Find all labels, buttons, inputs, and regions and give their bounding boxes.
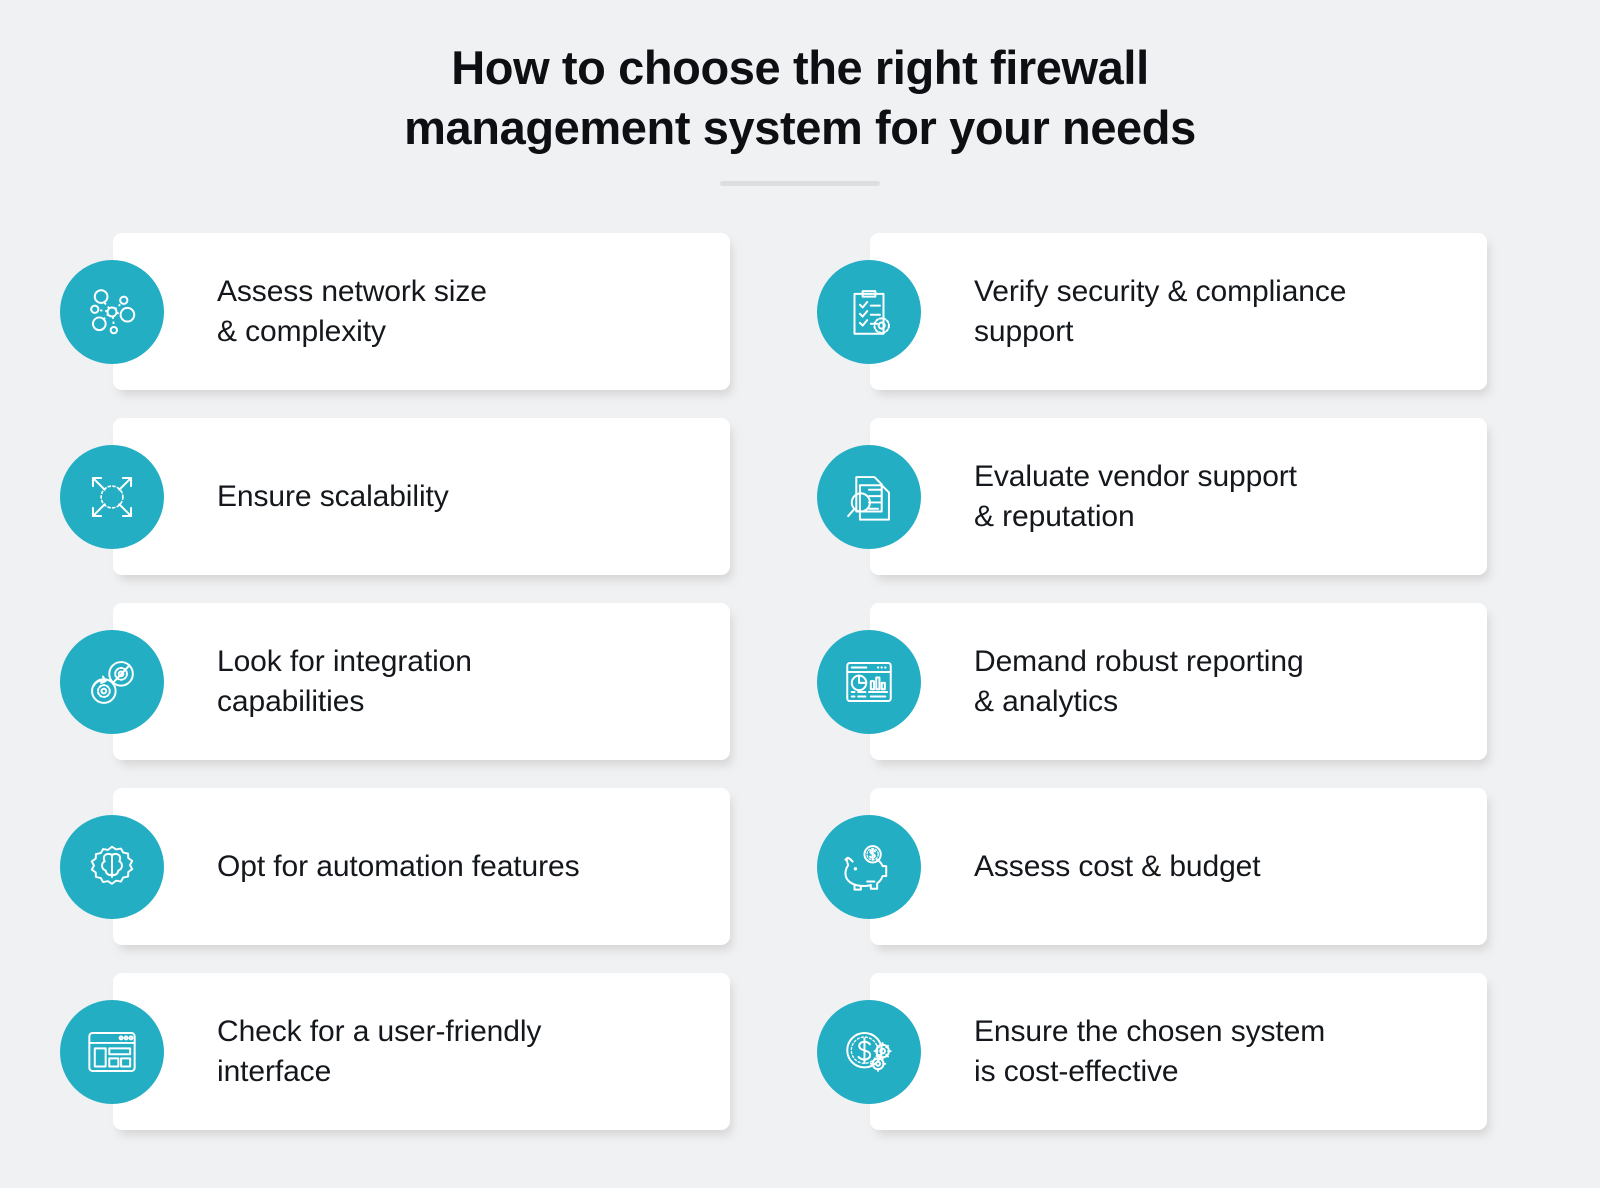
card-ensure-scalability[interactable]: Ensure scalability (60, 418, 730, 575)
card-label: Assess network size & complexity (217, 274, 487, 348)
card-label: Ensure the chosen system is cost-effecti… (974, 1014, 1326, 1088)
card-evaluate-vendor-support[interactable]: Evaluate vendor support & reputation (817, 418, 1487, 575)
dollar-coin-gears-icon (817, 999, 921, 1104)
page-header: How to choose the right firewall managem… (0, 0, 1600, 186)
card-label: Verify security & compliance support (974, 274, 1347, 348)
page-title-line-2: management system for your needs (404, 101, 1196, 154)
card-assess-network-size[interactable]: Assess network size & complexity (60, 233, 730, 390)
card-verify-security[interactable]: Verify security & compliance support (817, 233, 1487, 390)
card-cost-effective-system[interactable]: Ensure the chosen system is cost-effecti… (817, 973, 1487, 1130)
card-label: Look for integration capabilities (217, 644, 472, 718)
title-divider (720, 181, 880, 186)
piggy-bank-icon (817, 814, 921, 919)
card-label: Evaluate vendor support & reputation (974, 459, 1297, 533)
card-demand-reporting[interactable]: Demand robust reporting & analytics (817, 603, 1487, 760)
page-title-line-1: How to choose the right firewall (451, 41, 1149, 94)
card-user-friendly-interface[interactable]: Check for a user-friendly interface (60, 973, 730, 1130)
card-assess-cost-budget[interactable]: Assess cost & budget (817, 788, 1487, 945)
card-label: Check for a user-friendly interface (217, 1014, 542, 1088)
gear-brain-icon (60, 814, 164, 919)
card-automation-features[interactable]: Opt for automation features (60, 788, 730, 945)
card-label: Ensure scalability (217, 479, 449, 513)
browser-layout-icon (60, 999, 164, 1104)
card-grid: Assess network size & complexity Ver (0, 233, 1600, 1130)
card-label: Demand robust reporting & analytics (974, 644, 1304, 718)
network-nodes-icon (60, 259, 164, 364)
clipboard-checklist-seal-icon (817, 259, 921, 364)
card-label: Assess cost & budget (974, 849, 1261, 883)
page-title: How to choose the right firewall managem… (0, 38, 1600, 158)
documents-magnifier-icon (817, 444, 921, 549)
card-integration-capabilities[interactable]: Look for integration capabilities (60, 603, 730, 760)
expand-arrows-icon (60, 444, 164, 549)
dashboard-charts-icon (817, 629, 921, 734)
linked-gears-icon (60, 629, 164, 734)
card-label: Opt for automation features (217, 849, 580, 883)
